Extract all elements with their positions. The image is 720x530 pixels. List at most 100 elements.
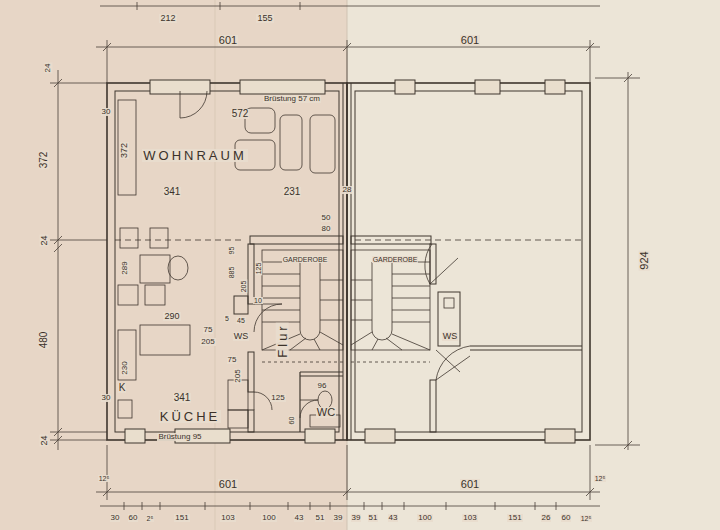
furniture [118, 330, 136, 380]
dimension-label: WS [442, 332, 459, 341]
walls [248, 410, 254, 432]
stairs [392, 322, 430, 323]
dimension-label: 601 [460, 479, 480, 490]
dimension-label: 100 [417, 514, 432, 522]
dimension-label: 155 [256, 14, 273, 23]
furniture [310, 115, 335, 173]
furniture [118, 400, 132, 418]
dimension-label: 39 [333, 514, 344, 522]
stairs [392, 334, 430, 350]
dimension-label: 230 [121, 360, 129, 375]
walls [300, 371, 343, 372]
stairs [351, 332, 372, 345]
dimension-label: GARDEROBE [282, 256, 329, 263]
dimension-label: GARDEROBE [372, 256, 419, 263]
dimension-label: 60 [128, 514, 139, 522]
room-name: Flur [275, 322, 288, 358]
windows [125, 80, 575, 443]
furniture [245, 108, 275, 133]
walls [250, 236, 343, 244]
furniture [145, 285, 165, 305]
dimension-lines [628, 72, 629, 450]
stairs [262, 274, 300, 275]
dimension-label: 30 [101, 108, 112, 116]
furniture [118, 285, 138, 305]
dimension-label: 5 [224, 315, 230, 322]
dimension-label: 26 [541, 514, 552, 522]
walls [470, 345, 582, 346]
walls [299, 372, 300, 432]
dimension-label: 60 [561, 514, 572, 522]
paper [347, 0, 720, 530]
doors [180, 91, 470, 418]
dimension-label: 24 [39, 234, 48, 246]
stairs [392, 298, 430, 299]
dimension-label: 75 [203, 326, 214, 334]
dimension-label: 289 [121, 260, 129, 275]
windows [240, 80, 325, 94]
dimension-lines [364, 502, 365, 510]
stairs [351, 320, 372, 321]
stairs [392, 310, 430, 311]
stairs [300, 262, 301, 330]
dimension-label: 12⁵ [594, 475, 607, 482]
windows [545, 80, 565, 94]
furniture [140, 325, 190, 355]
dimension-lines [137, 2, 138, 10]
dimension-label: 205 [234, 368, 242, 383]
furniture [118, 100, 340, 428]
dimension-label: 125 [256, 261, 263, 275]
windows [395, 80, 415, 94]
stairs [320, 332, 343, 345]
dimension-label: 28 [342, 186, 353, 194]
stairs [300, 262, 320, 340]
dimension-lines [100, 506, 600, 507]
dimension-lines [556, 502, 557, 510]
dimension-label: 601 [218, 479, 238, 490]
dimension-label: 125 [270, 394, 285, 402]
dimension-lines [96, 492, 600, 493]
stairs [262, 286, 300, 287]
furniture [228, 410, 248, 428]
stairs [262, 250, 343, 350]
dimension-lines [347, 445, 348, 500]
dimension-label: 24 [39, 434, 48, 446]
dimension-label: 39 [351, 514, 362, 522]
room-name: WOHNRAUM [142, 149, 247, 162]
walls [351, 236, 431, 244]
windows [475, 80, 500, 94]
walls [115, 240, 245, 241]
dimension-lines [96, 47, 600, 48]
doors [436, 346, 470, 380]
dimension-lines [347, 40, 348, 83]
dimension-lines [382, 502, 383, 510]
stairs [320, 320, 343, 321]
windows [125, 429, 145, 443]
dimension-lines [495, 502, 496, 510]
dimension-lines [58, 70, 59, 450]
dimension-label: WC [316, 407, 336, 418]
dimension-lines [590, 445, 591, 500]
furniture [120, 228, 138, 248]
dimension-label: 924 [638, 250, 649, 270]
dimension-lines [595, 445, 640, 446]
furniture [140, 255, 170, 283]
dimension-label: Brüstung 57 cm [263, 95, 321, 103]
dimension-label: 51 [368, 514, 379, 522]
dimension-label: 75 [227, 356, 238, 364]
dimension-label: 372 [39, 151, 49, 170]
dimension-label: 96 [317, 382, 328, 390]
dimension-label: 205 [200, 338, 215, 346]
room-name: KÜCHE [159, 410, 222, 423]
dimension-lines [595, 78, 640, 79]
stairs [351, 280, 372, 281]
dimension-lines [54, 244, 62, 252]
dimension-lines [220, 2, 221, 10]
dimension-label: 341 [173, 393, 192, 403]
walls [347, 83, 590, 440]
dimension-label: 45 [236, 317, 246, 324]
dimension-label: 372 [121, 141, 130, 158]
dimension-lines [50, 432, 107, 433]
